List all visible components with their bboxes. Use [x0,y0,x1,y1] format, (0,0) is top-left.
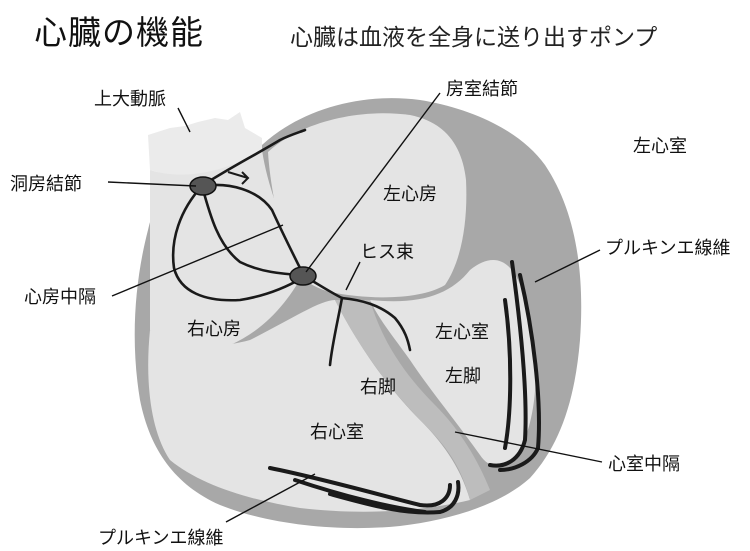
label-right-bundle: 右脚 [360,377,396,398]
label-left-atrium: 左心房 [383,184,437,205]
label-left-ventricle-outer: 左心室 [633,136,687,157]
label-his-bundle: ヒス束 [360,242,414,263]
label-left-bundle: 左脚 [445,366,481,387]
label-ventricular-septum: 心室中隔 [608,454,680,475]
label-purkinje-right: プルキンエ線維 [605,238,730,259]
label-right-atrium: 右心房 [187,319,241,340]
label-aorta: 上大動脈 [94,89,166,110]
label-purkinje-bottom: プルキンエ線維 [98,528,223,549]
av-node [290,267,316,285]
label-av-node: 房室結節 [446,79,518,100]
label-sa-node: 洞房結節 [10,174,82,195]
label-left-ventricle-inner: 左心室 [435,322,489,343]
label-atrial-septum: 心房中隔 [24,287,96,308]
label-right-ventricle: 右心室 [310,422,364,443]
